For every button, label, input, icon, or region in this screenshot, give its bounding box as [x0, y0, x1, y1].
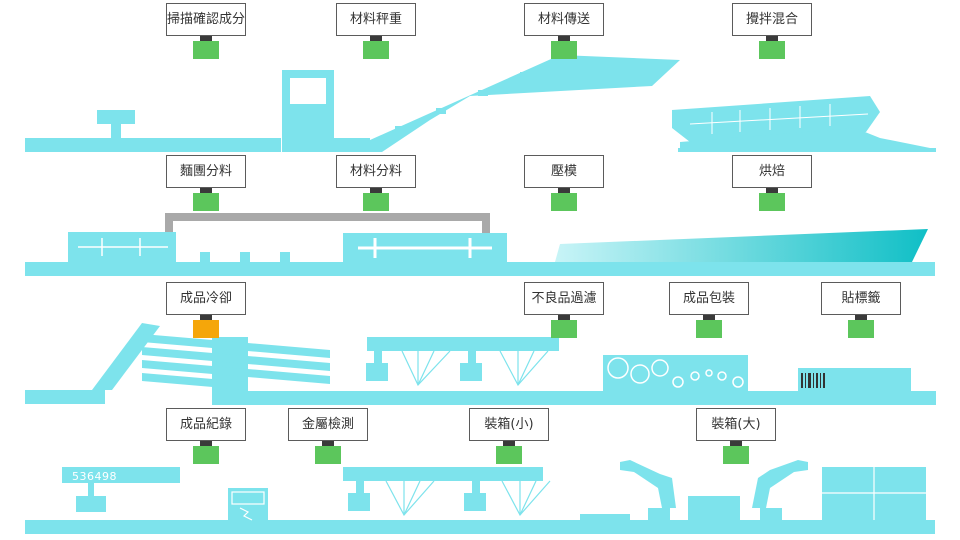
status-indicator	[496, 446, 522, 464]
serial-display: 536498	[72, 470, 117, 483]
station-label[interactable]: 攪拌混合	[732, 3, 812, 36]
station-bake[interactable]: 烘焙	[732, 155, 812, 215]
indicator-mount	[370, 36, 382, 41]
indicator-mount	[766, 188, 778, 193]
indicator-mount	[558, 188, 570, 193]
station-label[interactable]: 裝箱(大)	[696, 408, 776, 441]
station-dough-split[interactable]: 麵團分料	[166, 155, 246, 215]
row3-machines	[25, 323, 936, 405]
station-scan[interactable]: 掃描確認成分	[166, 3, 246, 63]
row4-machines	[25, 460, 935, 534]
station-label[interactable]: 材料分料	[336, 155, 416, 188]
status-indicator	[759, 193, 785, 211]
station-labeling[interactable]: 貼標籤	[821, 282, 901, 342]
indicator-mount	[855, 315, 867, 320]
status-indicator	[551, 41, 577, 59]
station-label[interactable]: 材料傳送	[524, 3, 604, 36]
indicator-mount	[370, 188, 382, 193]
indicator-mount	[200, 188, 212, 193]
status-indicator	[551, 193, 577, 211]
station-label[interactable]: 不良品過濾	[524, 282, 604, 315]
status-indicator	[193, 41, 219, 59]
station-label[interactable]: 成品包裝	[669, 282, 749, 315]
indicator-mount	[322, 441, 334, 446]
indicator-mount	[200, 315, 212, 320]
station-box-small[interactable]: 裝箱(小)	[469, 408, 549, 468]
status-indicator	[193, 193, 219, 211]
row4-details	[231, 467, 926, 521]
station-label[interactable]: 烘焙	[732, 155, 812, 188]
indicator-mount	[558, 36, 570, 41]
station-label[interactable]: 材料秤重	[336, 3, 416, 36]
status-indicator	[759, 41, 785, 59]
row1-machines	[25, 55, 936, 152]
indicator-mount	[558, 315, 570, 320]
status-indicator	[193, 446, 219, 464]
station-pack[interactable]: 成品包裝	[669, 282, 749, 342]
row2-machines	[25, 213, 935, 276]
indicator-mount	[730, 441, 742, 446]
indicator-mount	[703, 315, 715, 320]
station-mix[interactable]: 攪拌混合	[732, 3, 812, 63]
station-label[interactable]: 金屬檢測	[288, 408, 368, 441]
station-record[interactable]: 成品紀錄	[166, 408, 246, 468]
barcode	[801, 373, 825, 388]
station-press[interactable]: 壓模	[524, 155, 604, 215]
row2-details	[78, 238, 492, 258]
station-label[interactable]: 成品紀錄	[166, 408, 246, 441]
indicator-mount	[766, 36, 778, 41]
row3-details	[401, 350, 549, 387]
station-weigh[interactable]: 材料秤重	[336, 3, 416, 63]
station-material-split[interactable]: 材料分料	[336, 155, 416, 215]
station-label[interactable]: 裝箱(小)	[469, 408, 549, 441]
packed-goods	[607, 357, 744, 388]
indicator-mount	[200, 441, 212, 446]
status-indicator	[363, 41, 389, 59]
status-indicator	[723, 446, 749, 464]
indicator-mount	[503, 441, 515, 446]
station-label[interactable]: 貼標籤	[821, 282, 901, 315]
station-convey[interactable]: 材料傳送	[524, 3, 604, 63]
station-label[interactable]: 壓模	[524, 155, 604, 188]
status-indicator	[551, 320, 577, 338]
status-indicator	[315, 446, 341, 464]
status-indicator	[193, 320, 219, 338]
mixer-grid	[689, 104, 869, 134]
status-indicator	[848, 320, 874, 338]
station-metal[interactable]: 金屬檢測	[288, 408, 368, 468]
status-indicator	[696, 320, 722, 338]
station-cool[interactable]: 成品冷卻	[166, 282, 246, 342]
station-box-large[interactable]: 裝箱(大)	[696, 408, 776, 468]
station-reject[interactable]: 不良品過濾	[524, 282, 604, 342]
station-label[interactable]: 掃描確認成分	[166, 3, 246, 36]
station-label[interactable]: 麵團分料	[166, 155, 246, 188]
station-label[interactable]: 成品冷卻	[166, 282, 246, 315]
indicator-mount	[200, 36, 212, 41]
status-indicator	[363, 193, 389, 211]
metal-detector-claws	[385, 480, 551, 517]
